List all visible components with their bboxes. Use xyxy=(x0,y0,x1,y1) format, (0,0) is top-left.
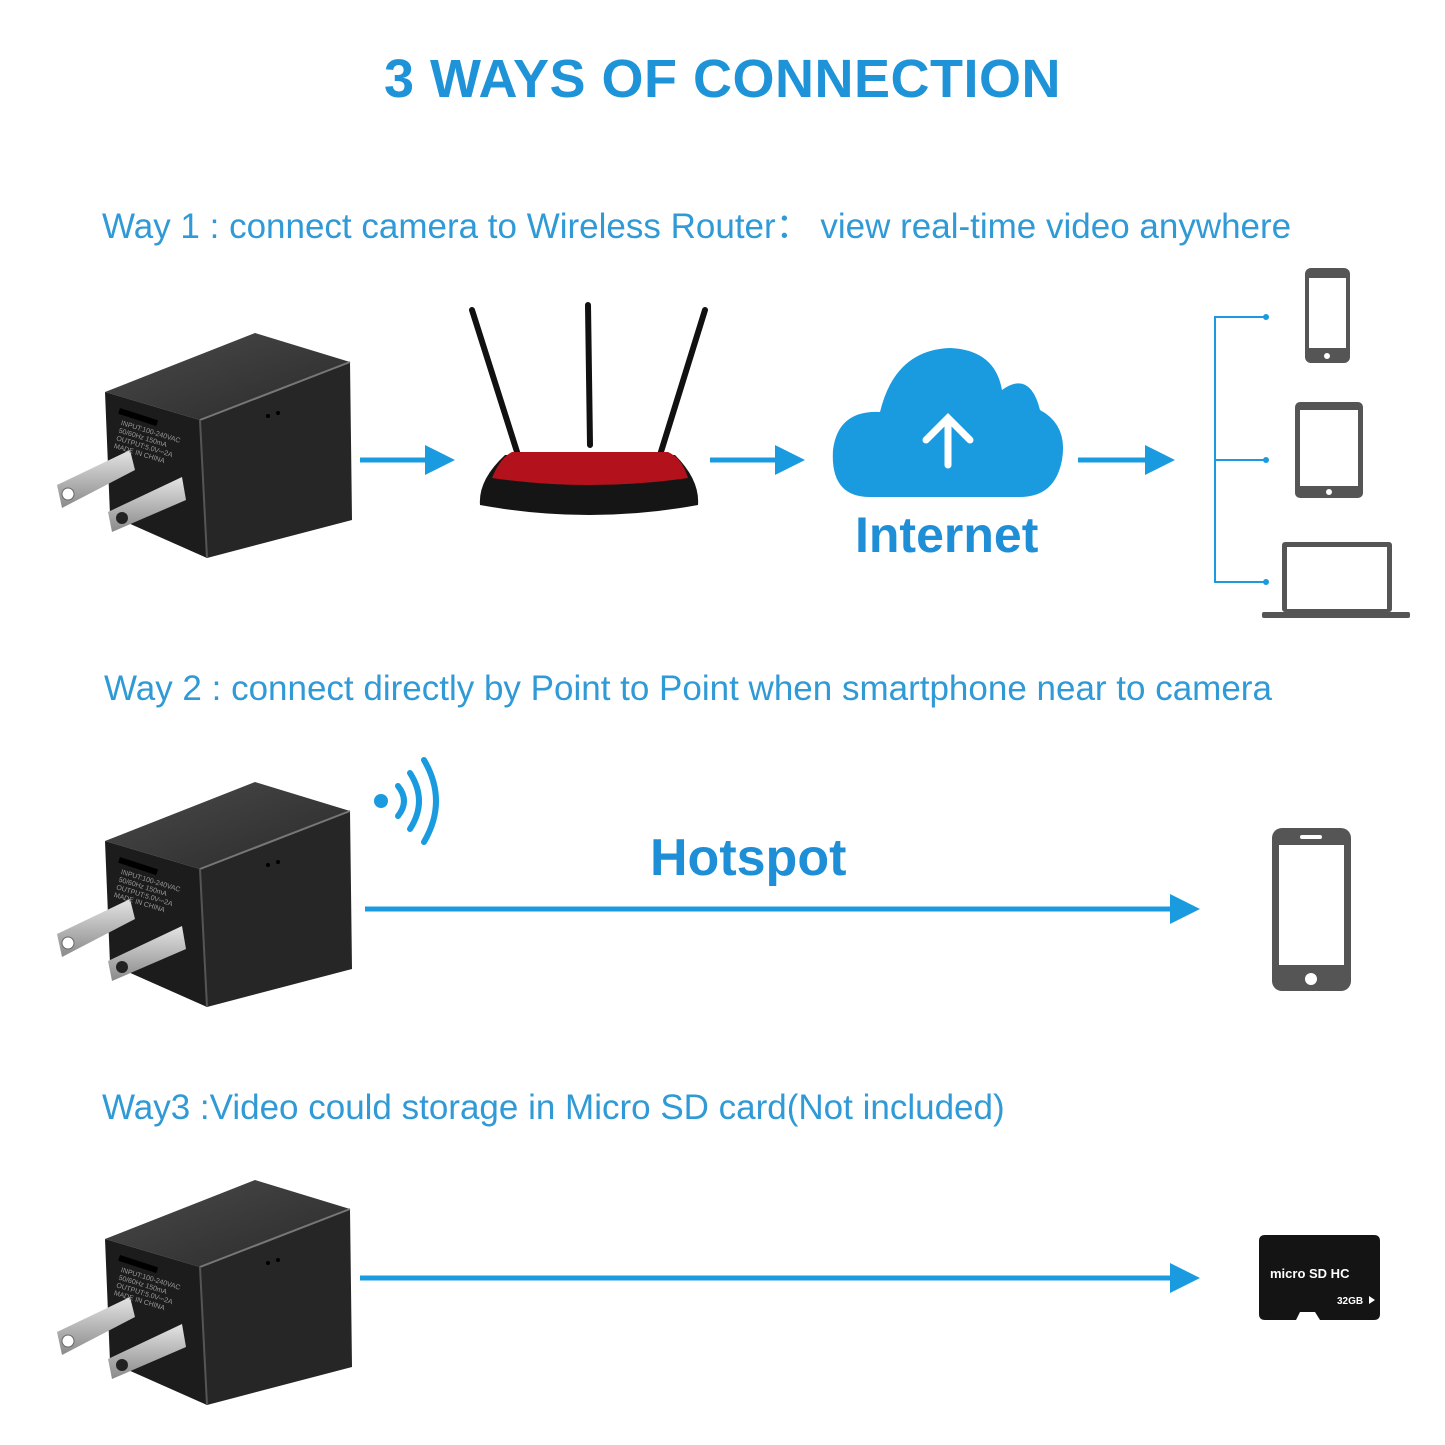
micro-sd-card-icon: micro SD HC 32GB xyxy=(1259,1235,1380,1320)
camera-charger-3 xyxy=(56,1179,353,1406)
wifi-signal-icon xyxy=(374,757,439,845)
way3-caption: Way3 :Video could storage in Micro SD ca… xyxy=(102,1088,1005,1127)
laptop-icon xyxy=(1262,542,1410,618)
internet-label: Internet xyxy=(855,507,1039,563)
router-icon xyxy=(469,302,708,515)
hotspot-label: Hotspot xyxy=(650,829,847,887)
cloud-upload-icon xyxy=(832,348,1064,497)
way2-caption: Way 2 : connect directly by Point to Poi… xyxy=(104,669,1272,708)
sd-capacity: 32GB xyxy=(1337,1296,1363,1307)
camera-charger-2 xyxy=(56,781,353,1008)
phone-icon xyxy=(1305,268,1350,363)
smartphone-icon xyxy=(1272,828,1351,991)
page-title: 3 WAYS OF CONNECTION xyxy=(383,49,1062,109)
camera-charger-1 xyxy=(56,332,353,559)
tablet-icon xyxy=(1295,402,1363,498)
way1-caption: Way 1 : connect camera to Wireless Route… xyxy=(102,207,1292,246)
sd-brand: micro SD HC xyxy=(1270,1266,1350,1281)
device-branches xyxy=(1214,316,1265,583)
